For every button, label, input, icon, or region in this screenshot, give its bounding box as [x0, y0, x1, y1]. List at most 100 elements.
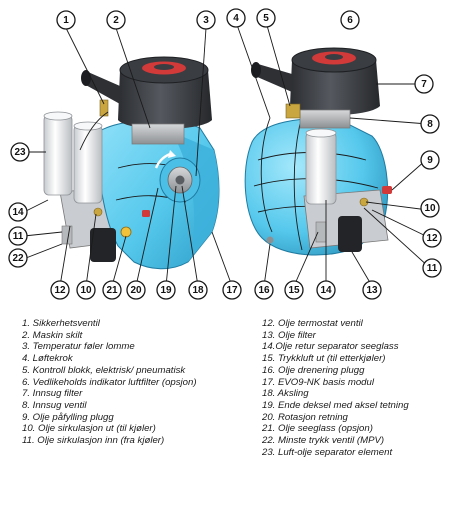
- callout-circle: [256, 8, 276, 28]
- callout-circle: [362, 280, 382, 300]
- callout-4: 4: [226, 8, 246, 28]
- legend-item: 3. Temperatur føler lomme: [22, 341, 135, 353]
- callout-circle: [126, 280, 146, 300]
- legend-item: 5. Kontroll blokk, elektrisk/ pneumatisk: [22, 364, 186, 376]
- legend-item: 19. Ende deksel med aksel tetning: [262, 399, 409, 411]
- rear-separator-filter: [305, 131, 337, 205]
- callout-circle: [10, 142, 30, 162]
- legend-item: 23. Luft-olje separator element: [262, 446, 393, 458]
- callout-number: 20: [130, 285, 142, 296]
- callout-9: 9: [420, 150, 440, 170]
- callout-number: 3: [203, 15, 209, 26]
- callout-number: 17: [226, 285, 238, 296]
- callout-12: 12: [422, 228, 442, 248]
- rear-oil-fill-plug: [382, 186, 392, 194]
- legend-item: 2. Maskin skilt: [22, 329, 83, 341]
- legend-item: 9. Olje påfylling plugg: [22, 411, 114, 423]
- callout-5: 5: [256, 8, 276, 28]
- callout-6: 6: [340, 10, 360, 30]
- callout-circle: [8, 202, 28, 222]
- callout-number: 10: [80, 285, 92, 296]
- callout-20: 20: [126, 280, 146, 300]
- callout-number: 21: [106, 285, 118, 296]
- legend-item: 20. Rotasjon retning: [262, 411, 348, 423]
- front-intake-valve: [131, 123, 185, 145]
- callout-circle: [106, 10, 126, 30]
- callout-number: 11: [13, 231, 24, 242]
- callout-circle: [188, 280, 208, 300]
- legend-item: 16. Olje drenering plugg: [262, 364, 365, 376]
- callout-17: 17: [222, 280, 242, 300]
- callout-circle: [414, 74, 434, 94]
- callout-15: 15: [284, 280, 304, 300]
- callout-16: 16: [254, 280, 274, 300]
- front-intake-housing: [118, 70, 212, 129]
- callout-circle: [420, 198, 440, 218]
- front-body-side: [172, 132, 219, 262]
- callout-circle: [8, 248, 28, 268]
- legend-item: 13. Olje filter: [262, 329, 316, 341]
- callout-circle: [254, 280, 274, 300]
- callout-18: 18: [188, 280, 208, 300]
- rotation-arrowhead: [168, 150, 176, 158]
- legend-item: 21. Olje seeglass (opsjon): [262, 423, 373, 435]
- callout-number: 16: [258, 285, 270, 296]
- callout-number: 12: [426, 233, 438, 244]
- callout-8: 8: [420, 114, 440, 134]
- legend-item: 6. Vedlikeholds indikator luftfilter (op…: [22, 376, 197, 388]
- legend-item: 12. Olje termostat ventil: [262, 318, 363, 329]
- front-separator-filter-1: [43, 114, 73, 196]
- callout-circle: [226, 8, 246, 28]
- callout-10: 10: [420, 198, 440, 218]
- callout-circle: [222, 280, 242, 300]
- callout-number: 18: [192, 285, 204, 296]
- callout-7: 7: [414, 74, 434, 94]
- callout-number: 4: [233, 13, 239, 24]
- callout-circle: [316, 280, 336, 300]
- legend-item: 1. Sikkerhetsventil: [22, 318, 100, 329]
- callout-circle: [102, 280, 122, 300]
- compressor-rear-view: [244, 47, 392, 256]
- callout-circle: [76, 280, 96, 300]
- callout-number: 2: [113, 15, 119, 26]
- legend-item: 18. Aksling: [262, 388, 309, 400]
- callout-22: 22: [8, 248, 28, 268]
- callout-circle: [56, 10, 76, 30]
- callout-number: 8: [427, 119, 433, 130]
- callout-19: 19: [156, 280, 176, 300]
- callout-13: 13: [362, 280, 382, 300]
- callout-number: 14: [12, 207, 24, 218]
- callout-circle: [420, 114, 440, 134]
- callout-10: 10: [76, 280, 96, 300]
- callout-circle: [340, 10, 360, 30]
- callout-23: 23: [10, 142, 30, 162]
- rear-oil-filter: [338, 216, 362, 252]
- front-oil-filter: [90, 228, 116, 262]
- callout-circle: [420, 150, 440, 170]
- legend-item: 4. Løftekrok: [22, 353, 73, 365]
- rear-intake-housing: [290, 60, 380, 115]
- legend-item: 11. Olje sirkulasjon inn (fra kjøler): [22, 435, 165, 447]
- legend-item: 15. Trykkluft ut (til etterkjøler): [262, 353, 386, 365]
- callout-number: 7: [421, 79, 427, 90]
- compressor-front-view: [43, 56, 220, 270]
- rear-intake-snorkel: [252, 63, 292, 92]
- callout-number: 19: [160, 285, 172, 296]
- callout-number: 14: [320, 285, 332, 296]
- callout-number: 23: [14, 147, 26, 158]
- callout-2: 2: [106, 10, 126, 30]
- legend-item: 14.Olje retur separator seeglass: [262, 341, 399, 353]
- callout-circle: [196, 10, 216, 30]
- callout-number: 10: [424, 203, 436, 214]
- legend-item: 10. Olje sirkulasjon ut (til kjøler): [22, 423, 156, 435]
- legend-item: 17. EVO9-NK basis modul: [262, 376, 374, 388]
- front-red-cap: [142, 210, 150, 217]
- callout-number: 6: [347, 15, 353, 26]
- callout-14: 14: [8, 202, 28, 222]
- callout-circle: [50, 280, 70, 300]
- rear-intake-valve: [299, 109, 351, 129]
